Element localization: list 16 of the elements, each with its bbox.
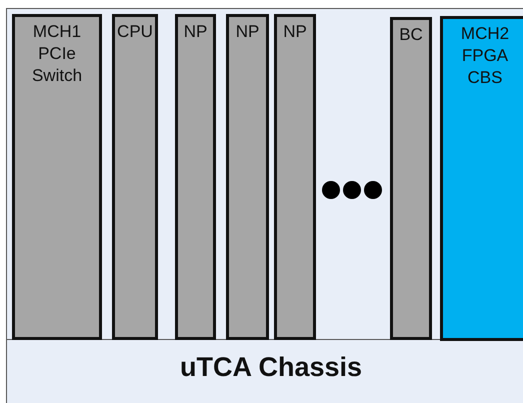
slot-label: NP <box>236 21 260 43</box>
slot-label: MCH1 PCIe Switch <box>30 21 84 87</box>
card-slot <box>390 17 432 340</box>
chassis-frame <box>6 8 523 403</box>
chassis-label: uTCA Chassis <box>178 352 364 383</box>
card-slot <box>12 14 102 340</box>
card-slot <box>440 16 523 341</box>
card-slot <box>226 14 269 340</box>
slot-label: BC <box>399 24 423 46</box>
slot-label: MCH2 FPGA CBS <box>460 23 510 89</box>
card-slot <box>175 14 216 340</box>
slot-label: NP <box>283 21 307 43</box>
card-slot <box>274 14 316 340</box>
slot-label: NP <box>184 21 208 43</box>
card-slot <box>112 14 158 340</box>
slot-label: CPU <box>117 21 153 43</box>
